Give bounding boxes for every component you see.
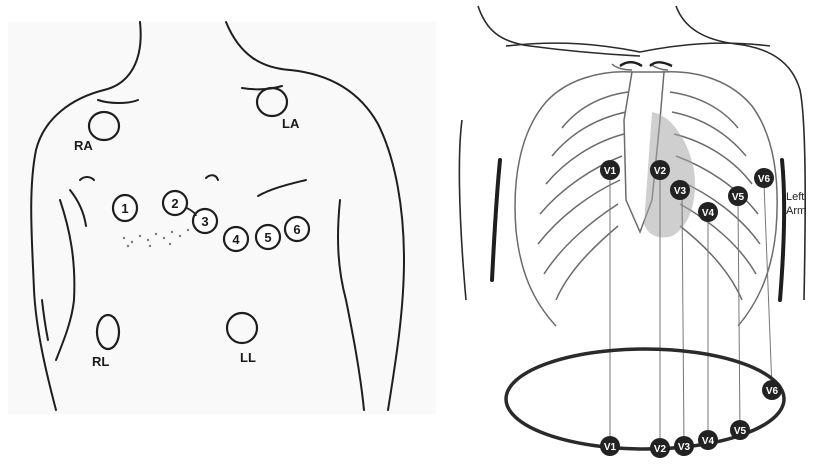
- v3-label: V3: [674, 186, 687, 197]
- chest-electrode-3-label: 3: [201, 214, 208, 229]
- chest-electrode-5-label: 5: [264, 230, 271, 245]
- ring-v6-electrode: V6: [762, 380, 782, 400]
- right-panel: V1 V2 V3 V4 V5 V6 Left A: [459, 6, 806, 458]
- v2-label: V2: [654, 166, 667, 177]
- v6-label: V6: [758, 174, 771, 185]
- v5-electrode: V5: [728, 186, 748, 206]
- left-arm-label-line2: Arm: [786, 205, 806, 217]
- v3-electrode: V3: [670, 180, 690, 200]
- chest-electrode-1-label: 1: [121, 201, 128, 216]
- ring-v3-label: V3: [678, 442, 691, 453]
- v1-label: V1: [604, 166, 617, 177]
- clavicle-heads: [620, 62, 672, 66]
- ring-v2-electrode: V2: [650, 438, 670, 458]
- la-label: LA: [282, 116, 300, 131]
- v4-label: V4: [702, 208, 715, 219]
- ring-v-electrodes: V1 V2 V3 V4 V5 V6: [600, 380, 782, 458]
- ring-v1-electrode: V1: [600, 436, 620, 456]
- v2-electrode: V2: [650, 160, 670, 180]
- left-panel-background: [8, 22, 436, 414]
- ring-v1-label: V1: [604, 442, 617, 453]
- ring-v5-label: V5: [734, 426, 747, 437]
- left-arm-label-line1: Left: [786, 191, 804, 203]
- ll-label: LL: [240, 350, 256, 365]
- v5-label: V5: [732, 192, 745, 203]
- v6-electrode: V6: [754, 168, 774, 188]
- ra-label: RA: [74, 138, 93, 153]
- v4-electrode: V4: [698, 202, 718, 222]
- ring-v5-electrode: V5: [730, 420, 750, 440]
- ring-v4-label: V4: [702, 436, 715, 447]
- chest-electrode-4-label: 4: [232, 232, 240, 247]
- v1-electrode: V1: [600, 160, 620, 180]
- ring-v6-label: V6: [766, 386, 779, 397]
- rl-label: RL: [92, 354, 109, 369]
- chest-electrode-2-label: 2: [171, 196, 178, 211]
- ring-v2-label: V2: [654, 444, 667, 455]
- left-panel: RA LA RL LL 1 2 3 4 5 6: [8, 22, 436, 414]
- chest-electrode-6-label: 6: [293, 222, 300, 237]
- ring-v4-electrode: V4: [698, 430, 718, 450]
- ring-v3-electrode: V3: [674, 436, 694, 456]
